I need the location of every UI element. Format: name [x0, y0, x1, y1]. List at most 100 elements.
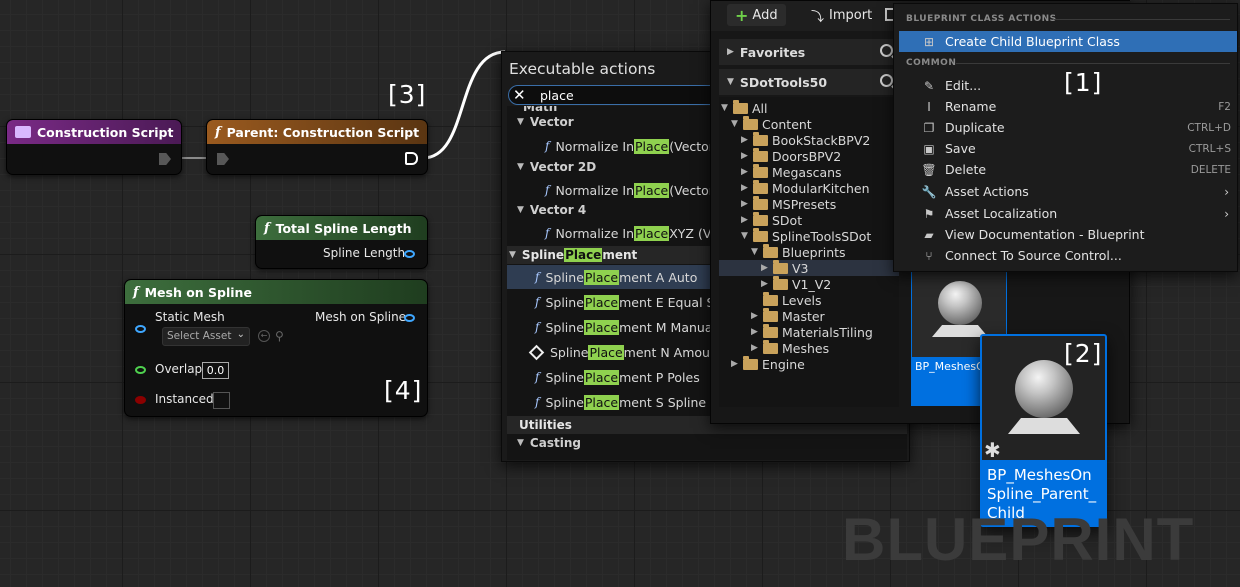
tree-item-master[interactable]: ▶Master: [751, 307, 825, 324]
overlap-input[interactable]: 0.0: [202, 362, 229, 379]
dragged-asset-tile[interactable]: ✱ BP_MeshesOn Spline_Parent_ Child: [980, 334, 1107, 527]
tree-item-engine[interactable]: ▶Engine: [731, 355, 805, 372]
function-icon: f: [535, 370, 540, 384]
tree-item-megascans[interactable]: ▶Megascans: [741, 163, 842, 180]
menu-label: Create Child Blueprint Class: [945, 34, 1120, 49]
shortcut: CTRL+S: [1188, 142, 1231, 155]
folder-icon: [753, 131, 768, 146]
category-label: Vector: [529, 115, 574, 129]
tree-item-content[interactable]: ▼Content: [731, 115, 812, 132]
node-title: Construction Script: [37, 124, 174, 140]
tree-item-v1v2[interactable]: ▶V1_V2: [761, 275, 831, 292]
tree-item-blueprints[interactable]: ▼Blueprints: [751, 243, 846, 260]
overlap-pin[interactable]: [135, 366, 146, 374]
import-button[interactable]: ⤵Import: [803, 4, 880, 26]
collapse-arrow-icon: ▶: [731, 359, 738, 369]
favorites-header[interactable]: ▶Favorites: [719, 39, 899, 65]
folder-icon: [773, 259, 788, 274]
tree-item-meshes[interactable]: ▶Meshes: [751, 339, 829, 356]
function-icon: f: [545, 139, 550, 153]
exec-in-pin[interactable]: [217, 153, 229, 165]
select-asset-dropdown[interactable]: Select Asset ⌄: [162, 327, 250, 346]
construction-script-header: Construction Script: [7, 120, 181, 144]
search-icon[interactable]: ⚲: [275, 329, 284, 343]
exec-out-pin[interactable]: [405, 152, 418, 165]
plus-icon: +: [735, 5, 749, 25]
construction-script-node[interactable]: Construction Script: [6, 119, 182, 175]
expand-arrow-icon: ▼: [517, 438, 524, 448]
expand-arrow-icon: ▼: [721, 103, 728, 113]
menu-item-asset-localization[interactable]: ⚑Asset Localization›: [899, 203, 1237, 224]
menu-item-create-child[interactable]: ⊞Create Child Blueprint Class: [899, 31, 1237, 52]
category-vector[interactable]: ▼Vector: [507, 113, 907, 131]
action-label-a: Normalize In: [555, 138, 634, 154]
collapse-arrow-icon: ▶: [741, 135, 748, 145]
search-icon[interactable]: [880, 44, 893, 57]
collapse-arrow-icon: ▶: [751, 343, 758, 353]
add-button[interactable]: +Add: [727, 4, 786, 26]
action-label-b: ment M Manual: [619, 319, 716, 335]
instanced-checkbox[interactable]: [213, 392, 230, 409]
match-highlight: Place: [583, 319, 620, 335]
folder-icon: [763, 323, 778, 338]
menu-label: Edit...: [945, 78, 982, 93]
parent-construction-node[interactable]: f Parent: Construction Script: [206, 119, 428, 175]
spline-length-label: Spline Length: [323, 246, 406, 260]
total-spline-length-node[interactable]: f Total Spline Length Spline Length: [255, 215, 428, 269]
mesh-on-spline-node[interactable]: f Mesh on Spline Static Mesh Select Asse…: [124, 279, 428, 417]
category-vector4[interactable]: ▼Vector 4: [507, 201, 907, 219]
clear-search-icon[interactable]: ✕: [513, 86, 526, 104]
tree-item-materialstiling[interactable]: ▶MaterialsTiling: [751, 323, 873, 340]
instanced-pin[interactable]: [135, 396, 146, 404]
tree-item-sdot[interactable]: ▶SDot: [741, 211, 802, 228]
save-icon: ▣: [923, 141, 935, 156]
browse-back-icon[interactable]: ←: [258, 330, 270, 342]
expand-arrow-icon: ▼: [727, 77, 734, 87]
spline-length-pin[interactable]: [404, 250, 415, 258]
category-label: Vector 2D: [529, 160, 597, 174]
category-math[interactable]: Math: [507, 106, 907, 114]
static-mesh-pin[interactable]: [135, 325, 146, 333]
tree-item-levels[interactable]: Levels: [751, 291, 822, 308]
menu-item-edit[interactable]: ✎Edit...: [899, 75, 1237, 96]
search-icon[interactable]: [880, 74, 893, 87]
menu-item-connect-source-control[interactable]: ⑂Connect To Source Control...: [899, 245, 1237, 266]
tree-item-mspresets[interactable]: ▶MSPresets: [741, 195, 836, 212]
expand-arrow-icon: ▼: [751, 247, 758, 257]
folder-icon: [763, 307, 778, 322]
function-icon: f: [264, 220, 270, 236]
mesh-on-spline-out-pin[interactable]: [404, 314, 415, 322]
folder-icon: [763, 243, 778, 258]
category-vector2d[interactable]: ▼Vector 2D: [507, 158, 907, 176]
tree-label: All: [752, 100, 768, 116]
tree-item-bookstack[interactable]: ▶BookStackBPV2: [741, 131, 870, 148]
category-casting[interactable]: ▼Casting: [507, 434, 907, 452]
menu-label: Rename: [945, 99, 997, 114]
tree-item-splinetools[interactable]: ▼SplineToolsSDot: [741, 227, 871, 244]
match-highlight: Place: [564, 248, 603, 262]
match-highlight: Place: [583, 269, 620, 285]
tree-item-modularkitchen[interactable]: ▶ModularKitchen: [741, 179, 870, 196]
menu-item-view-documentation[interactable]: ▰View Documentation - Blueprint: [899, 224, 1237, 245]
tree-item-all[interactable]: ▼ All: [721, 99, 768, 116]
menu-item-asset-actions[interactable]: 🔧Asset Actions›: [899, 181, 1237, 202]
tree-item-doors[interactable]: ▶DoorsBPV2: [741, 147, 841, 164]
exec-out-pin[interactable]: [159, 153, 171, 165]
shortcut: F2: [1218, 100, 1231, 113]
tree-item-v3[interactable]: ▶V3: [719, 259, 899, 276]
collapse-arrow-icon: ▶: [741, 151, 748, 161]
match-highlight: Place: [634, 225, 670, 241]
match-highlight: Place: [634, 182, 670, 198]
executable-actions-title: Executable actions: [509, 60, 656, 78]
project-header[interactable]: ▼SDotTools50: [719, 69, 899, 95]
